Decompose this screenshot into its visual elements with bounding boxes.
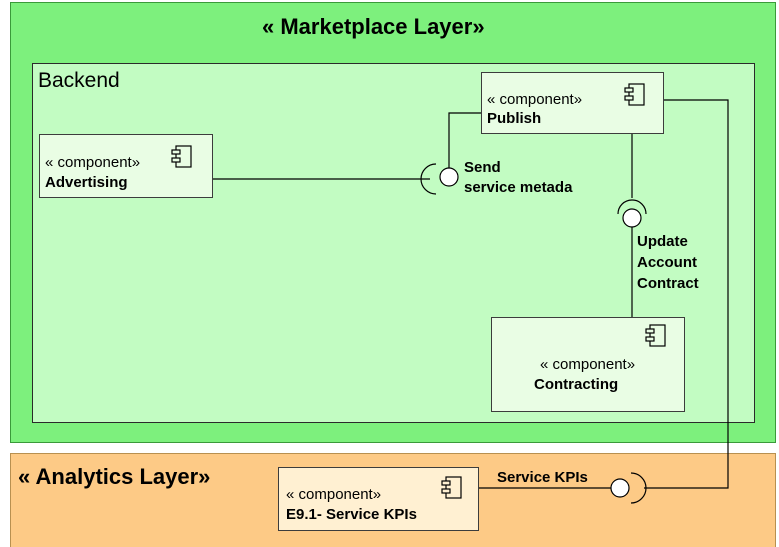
- service-kpis-stereotype: « component»: [286, 486, 382, 503]
- publish-name: Publish: [487, 110, 542, 127]
- publish-component[interactable]: « component» Publish: [481, 72, 664, 134]
- update-contract-label-line3: Contract: [637, 275, 699, 292]
- send-metadata-label-line2: service metada: [464, 179, 573, 196]
- backend-title: Backend: [38, 69, 120, 92]
- send-metadata-interface-ball: [439, 167, 459, 187]
- update-contract-label-line1: Update: [637, 233, 688, 250]
- contracting-component-icon: [645, 324, 666, 347]
- update-contract-interface-ball: [622, 208, 642, 228]
- service-kpis-interface-label: Service KPIs: [497, 469, 588, 486]
- update-contract-label-line2: Account: [637, 254, 697, 271]
- publish-stereotype: « component»: [487, 91, 583, 108]
- advertising-component-icon: [171, 145, 192, 168]
- service-kpis-component-icon: [441, 476, 462, 499]
- service-kpis-interface-ball: [610, 478, 630, 498]
- contracting-name: Contracting: [534, 376, 619, 393]
- advertising-component[interactable]: « component» Advertising: [39, 134, 213, 198]
- contracting-stereotype: « component»: [540, 356, 636, 373]
- service-kpis-name: E9.1- Service KPIs: [286, 506, 417, 523]
- analytics-layer-title: « Analytics Layer»: [18, 464, 211, 489]
- marketplace-layer-title: « Marketplace Layer»: [262, 14, 485, 39]
- send-metadata-label-line1: Send: [464, 159, 501, 176]
- advertising-name: Advertising: [45, 174, 128, 191]
- publish-component-icon: [624, 83, 645, 106]
- advertising-stereotype: « component»: [45, 154, 141, 171]
